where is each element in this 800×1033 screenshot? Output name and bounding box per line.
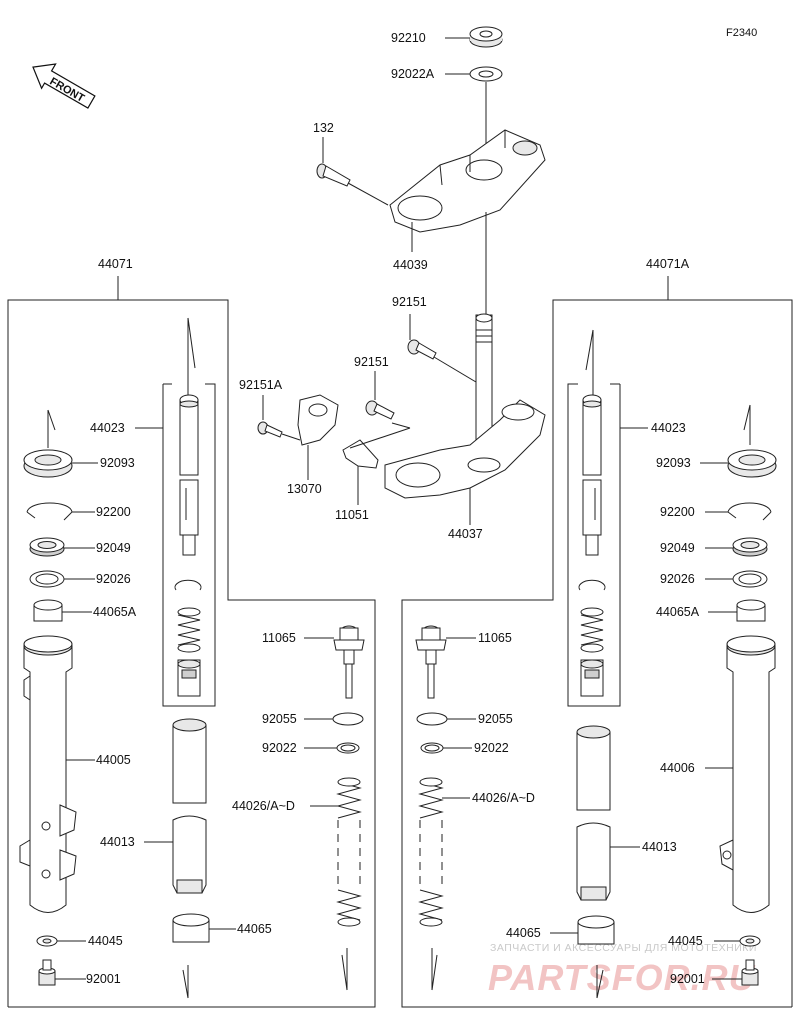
- label-13070: 13070: [287, 482, 322, 496]
- right-label-44026: 44026/A~D: [472, 791, 535, 805]
- upper-bracket-group: [316, 26, 546, 315]
- left-label-44013: 44013: [100, 835, 135, 849]
- label-44039: 44039: [393, 258, 428, 272]
- left-label-92001: 92001: [86, 972, 121, 986]
- label-44071: 44071: [98, 257, 133, 271]
- right-fork-assembly: 44071A: [401, 257, 793, 1008]
- steering-stem-group: [257, 313, 546, 505]
- left-label-92026: 92026: [96, 572, 131, 586]
- left-label-44045: 44045: [88, 934, 123, 948]
- left-label-92093: 92093: [100, 456, 135, 470]
- label-92210: 92210: [391, 31, 426, 45]
- right-label-44065: 44065: [506, 926, 541, 940]
- left-label-92049: 92049: [96, 541, 131, 555]
- label-132: 132: [313, 121, 334, 135]
- watermark-brand: PARTSFOR.RU: [488, 957, 756, 998]
- left-label-92200: 92200: [96, 505, 131, 519]
- label-11051: 11051: [335, 508, 369, 522]
- label-92022A: 92022A: [391, 67, 435, 81]
- front-arrow-icon: FRONT: [32, 63, 96, 109]
- label-92151-upper: 92151: [392, 295, 427, 309]
- right-label-92022: 92022: [474, 741, 509, 755]
- label-44037: 44037: [448, 527, 483, 541]
- right-label-92026: 92026: [660, 572, 695, 586]
- right-label-92093: 92093: [656, 456, 691, 470]
- figure-code: F2340: [726, 27, 757, 39]
- left-label-44065: 44065: [237, 922, 272, 936]
- left-label-44023: 44023: [90, 421, 125, 435]
- right-label-44013: 44013: [642, 840, 677, 854]
- left-fork-assembly: 44071: [7, 257, 376, 1008]
- label-92151A: 92151A: [239, 378, 283, 392]
- right-label-44045: 44045: [668, 934, 703, 948]
- right-label-92055: 92055: [478, 712, 513, 726]
- right-label-92001: 92001: [670, 972, 705, 986]
- left-label-11065: 11065: [262, 631, 296, 645]
- left-label-44026: 44026/A~D: [232, 799, 295, 813]
- right-label-44006: 44006: [660, 761, 695, 775]
- right-label-44065A: 44065A: [656, 605, 700, 619]
- right-label-44023: 44023: [651, 421, 686, 435]
- right-label-11065: 11065: [478, 631, 512, 645]
- left-label-44065A: 44065A: [93, 605, 137, 619]
- right-label-92049: 92049: [660, 541, 695, 555]
- label-44071A: 44071A: [646, 257, 690, 271]
- left-label-92055: 92055: [262, 712, 297, 726]
- label-92151-lower: 92151: [354, 355, 389, 369]
- watermark-tagline: ЗАПЧАСТИ И АКСЕССУАРЫ ДЛЯ МОТОТЕХНИКИ: [490, 942, 757, 954]
- left-label-44005: 44005: [96, 753, 131, 767]
- left-label-92022: 92022: [262, 741, 297, 755]
- right-label-92200: 92200: [660, 505, 695, 519]
